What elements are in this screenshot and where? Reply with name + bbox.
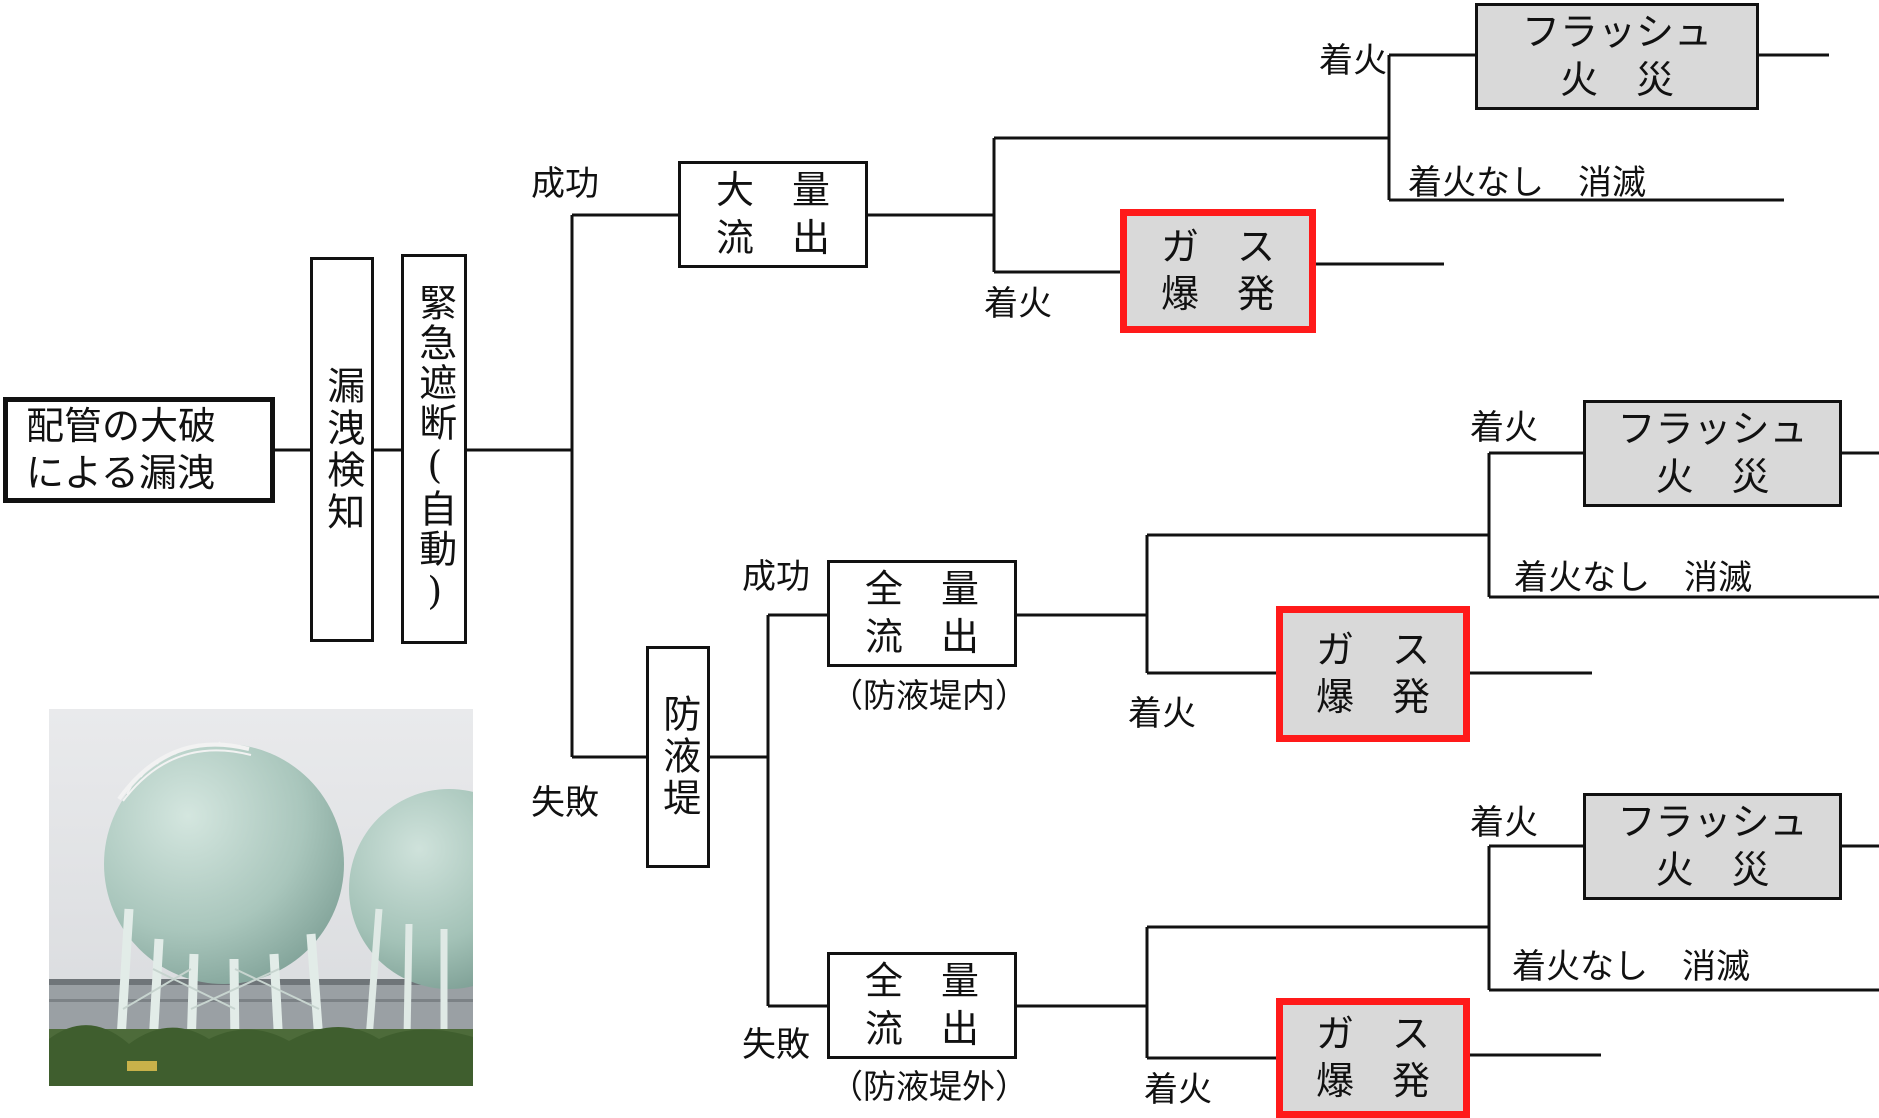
emergency-shutoff-box: 緊急遮断(自動) <box>401 254 467 644</box>
dike-label: 防液堤 <box>656 694 701 820</box>
ignition-label: 着火 <box>1144 1070 1212 1110</box>
dike-box: 防液堤 <box>646 646 710 868</box>
gas-explosion-box: ガ ス 爆 発 <box>1120 209 1316 333</box>
inside-dike-note: （防液堤内） <box>830 676 1028 715</box>
large-outflow-line2: 流 出 <box>715 215 830 260</box>
branch-label-success: 成功 <box>531 164 599 204</box>
inside-outflow-line2: 流 出 <box>864 614 979 659</box>
ignition-label: 着火 <box>1128 694 1196 734</box>
ignition-label: 着火 <box>984 284 1052 324</box>
large-outflow-line1: 大 量 <box>715 168 830 212</box>
outside-dike-outflow-box: 全 量 流 出 <box>827 952 1017 1059</box>
emergency-shutoff-label: 緊急遮断(自動) <box>412 283 457 615</box>
gas-explosion-box: ガ ス 爆 発 <box>1276 606 1470 742</box>
leak-detection-box: 漏洩検知 <box>310 257 374 642</box>
ignition-label: 着火 <box>1319 41 1387 81</box>
flash-fire-box: フラッシュ 火 災 <box>1583 793 1842 900</box>
start-event-line2: による漏洩 <box>26 451 215 495</box>
outside-outflow-line1: 全 量 <box>864 959 979 1003</box>
flash-fire-line1: フラッシュ <box>1521 10 1712 54</box>
inside-dike-outflow-box: 全 量 流 出 <box>827 560 1017 667</box>
outside-outflow-line2: 流 出 <box>864 1006 979 1051</box>
flash-fire-box: フラッシュ 火 災 <box>1475 3 1759 110</box>
spherical-tank-illustration <box>49 709 473 1086</box>
gas-explosion-line2: 爆 発 <box>1315 675 1430 719</box>
large-outflow-box: 大 量 流 出 <box>678 161 868 268</box>
gas-explosion-box: ガ ス 爆 発 <box>1276 998 1470 1118</box>
flash-fire-line2: 火 災 <box>1559 57 1674 102</box>
flash-fire-box: フラッシュ 火 災 <box>1583 400 1842 507</box>
outside-dike-note: （防液堤外） <box>830 1067 1028 1106</box>
gas-explosion-line2: 爆 発 <box>1315 1059 1430 1103</box>
flash-fire-line2: 火 災 <box>1655 454 1770 499</box>
no-ignition-label: 着火なし 消滅 <box>1514 558 1752 598</box>
gas-tank-photo <box>49 709 473 1086</box>
dike-branch-label-success: 成功 <box>742 557 810 597</box>
gas-explosion-line1: ガ ス <box>1315 1011 1430 1056</box>
branch-label-failure: 失敗 <box>531 783 599 823</box>
no-ignition-label: 着火なし 消滅 <box>1512 947 1750 987</box>
no-ignition-label: 着火なし 消滅 <box>1408 163 1646 203</box>
leak-detection-label: 漏洩検知 <box>320 365 365 534</box>
ignition-label: 着火 <box>1470 803 1538 843</box>
start-event-box: 配管の大破 による漏洩 <box>3 397 275 503</box>
ignition-label: 着火 <box>1470 408 1538 448</box>
flash-fire-line2: 火 災 <box>1655 847 1770 892</box>
flash-fire-line1: フラッシュ <box>1617 800 1808 844</box>
flash-fire-line1: フラッシュ <box>1617 407 1808 451</box>
gas-explosion-line1: ガ ス <box>1315 627 1430 672</box>
dike-branch-label-failure: 失敗 <box>742 1025 810 1065</box>
gas-explosion-line2: 爆 発 <box>1160 272 1275 316</box>
inside-outflow-line1: 全 量 <box>864 567 979 611</box>
start-event-line1: 配管の大破 <box>26 403 217 448</box>
gas-explosion-line1: ガ ス <box>1160 224 1275 269</box>
